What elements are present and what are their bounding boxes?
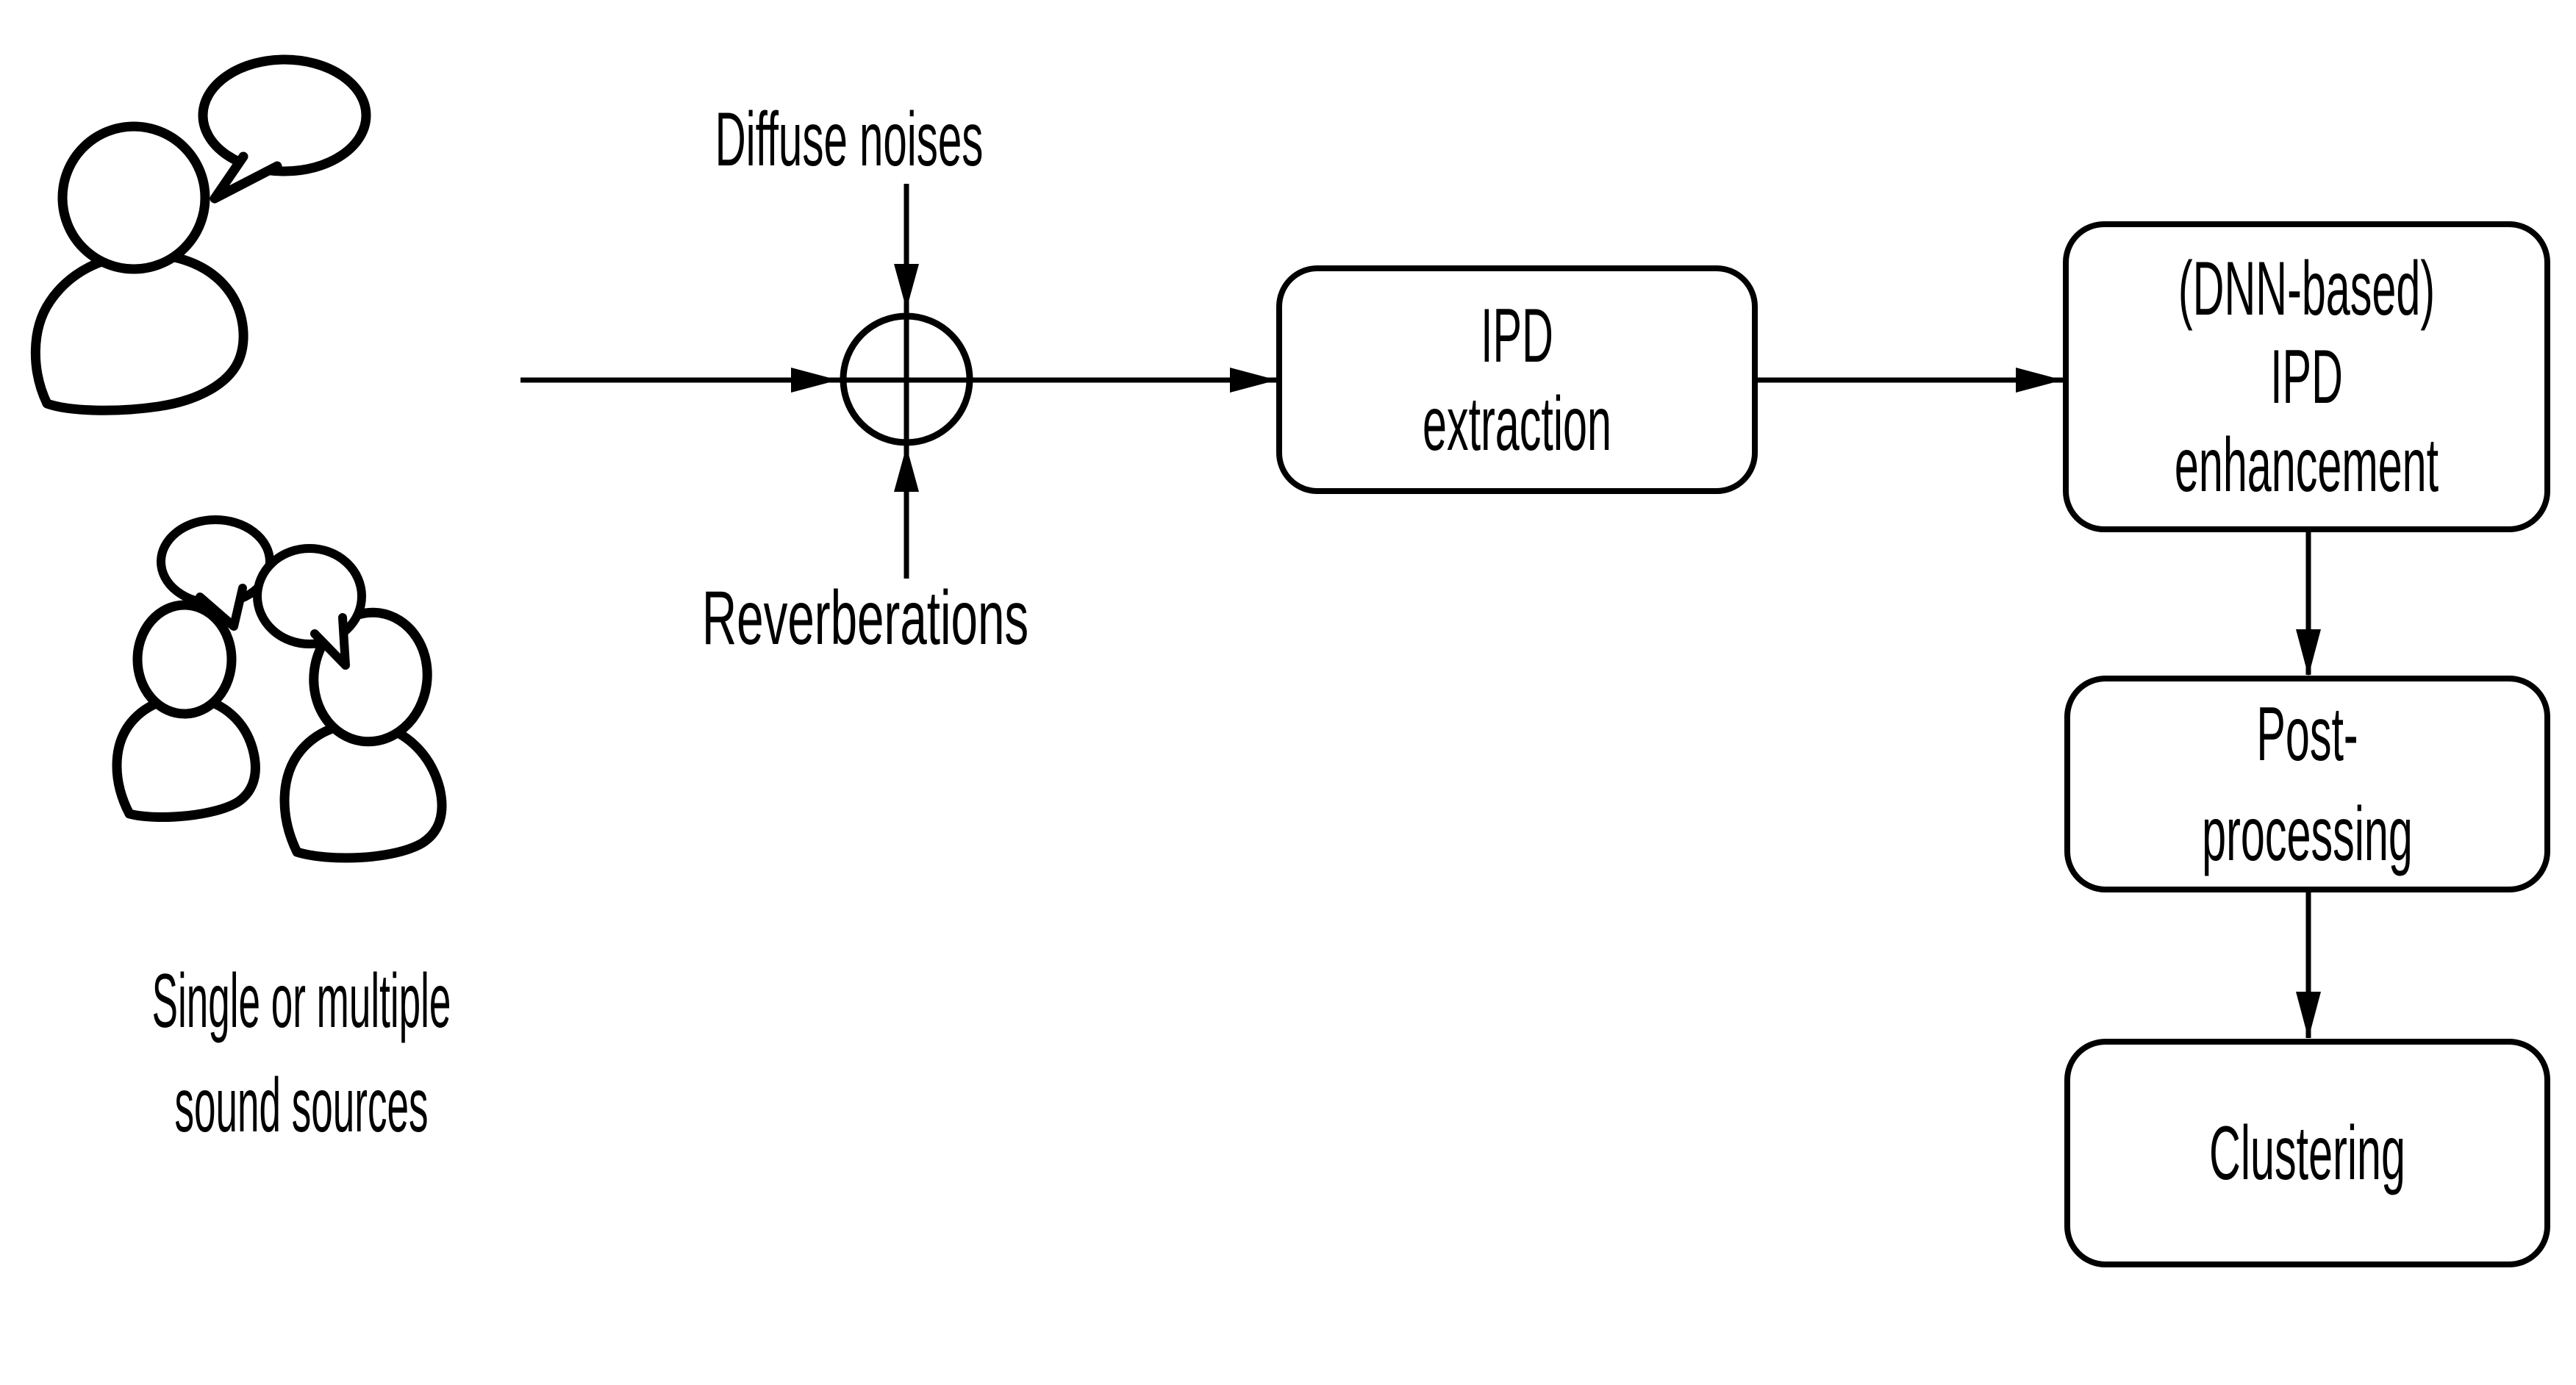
label-sound-sources-line1: Single or multiple xyxy=(151,959,451,1044)
speech-bubble-tail-icon xyxy=(310,613,350,670)
arrowhead-up-icon xyxy=(894,446,919,492)
node-label-line: extraction xyxy=(1422,381,1611,467)
node-label-line: Clustering xyxy=(2209,1110,2405,1196)
speech-bubble-icon xyxy=(198,54,371,176)
arrowhead-down-icon xyxy=(894,264,919,309)
person-head-icon xyxy=(57,121,210,274)
single-speaker-icon xyxy=(30,54,371,415)
arrowhead-right-icon xyxy=(791,368,838,393)
arrowhead-down-icon xyxy=(2296,992,2321,1039)
person-body-icon xyxy=(112,692,260,823)
person-head-icon xyxy=(132,600,237,719)
node-clustering-label: Clustering xyxy=(2170,1042,2444,1264)
label-diffuse-noises: Diffuse noises xyxy=(715,97,984,182)
speech-bubble-tail-icon xyxy=(210,151,282,204)
person-body-icon xyxy=(30,249,248,415)
node-ipd-enhancement-label: (DNN-based) IPD enhancement xyxy=(2169,224,2444,529)
node-ipd-extraction-label: IPD extraction xyxy=(1381,268,1653,491)
arrowhead-right-icon xyxy=(2016,368,2063,393)
node-post-processing-label: Post- processing xyxy=(2170,679,2444,890)
speech-bubble-tail-icon xyxy=(196,584,247,631)
node-label-line: enhancement xyxy=(2174,422,2439,508)
speech-bubble-icon xyxy=(253,544,366,648)
person-body-icon xyxy=(279,718,447,863)
label-reverberations: Reverberations xyxy=(701,576,1029,661)
arrowhead-right-icon xyxy=(1230,368,1277,393)
summation-node-icon xyxy=(840,312,973,446)
node-label-line: IPD xyxy=(1481,293,1553,379)
node-label-line: processing xyxy=(2202,791,2413,877)
clustering-box xyxy=(2064,1039,2550,1267)
node-label-line: (DNN-based) xyxy=(2178,246,2436,332)
process-boxes xyxy=(1276,221,2550,1267)
ipd-enhancement-box xyxy=(2063,221,2550,532)
multiple-speakers-icon xyxy=(112,515,447,863)
node-label-line: IPD xyxy=(2270,334,2343,420)
label-sound-sources: Single or multiple sound sources xyxy=(151,949,451,1158)
node-label-line: Post- xyxy=(2256,691,2358,777)
arrowhead-down-icon xyxy=(2296,629,2321,676)
arrowheads xyxy=(791,264,2321,1039)
label-sound-sources-line2: sound sources xyxy=(174,1063,429,1148)
